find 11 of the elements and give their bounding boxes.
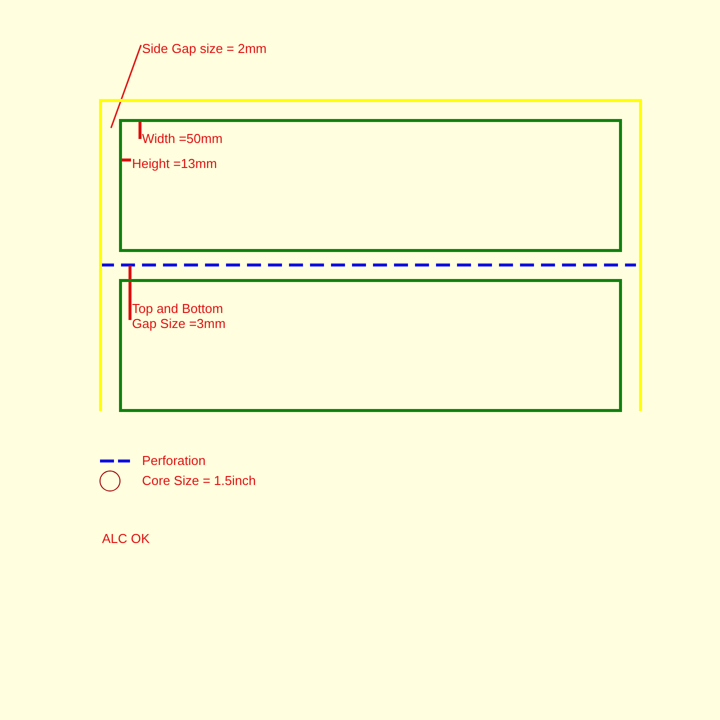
dimension-note: Side Gap size = 2mm: [142, 41, 267, 56]
legend-text: Perforation: [142, 453, 206, 468]
dimension-text: Width =50mm: [142, 131, 223, 146]
label-liner: [99, 99, 642, 411]
leader-line: [110, 44, 142, 128]
dimension-text: Top and Bottom Gap Size =3mm: [132, 301, 227, 331]
dimension-text: Height =13mm: [132, 156, 217, 171]
legend-text: Core Size = 1.5inch: [142, 473, 256, 488]
label-outline: [119, 119, 622, 252]
label-outline: [119, 279, 622, 412]
dimension-text: ALC OK: [102, 531, 150, 546]
